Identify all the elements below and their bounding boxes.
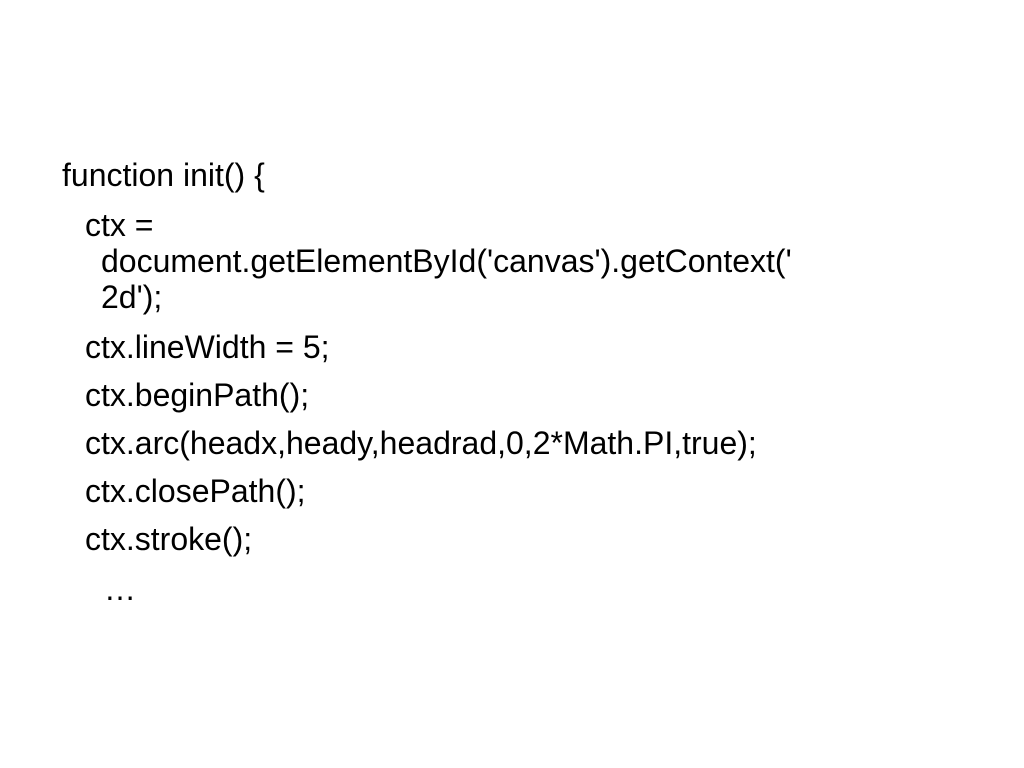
code-line-beginpath: ctx.beginPath(); xyxy=(85,377,310,413)
code-line-stroke: ctx.stroke(); xyxy=(85,521,253,557)
code-line-arc: ctx.arc(headx,heady,headrad,0,2*Math.PI,… xyxy=(85,425,757,461)
code-line-ctx-assignment-end: 2d'); xyxy=(101,279,163,315)
code-line-linewidth: ctx.lineWidth = 5; xyxy=(85,329,330,365)
code-line-ctx-assignment-continuation: document.getElementById('canvas').getCon… xyxy=(101,243,792,279)
code-line-function-declaration: function init() { xyxy=(62,157,265,193)
code-line-ctx-assignment: ctx = xyxy=(85,207,154,243)
code-line-closepath: ctx.closePath(); xyxy=(85,473,306,509)
code-line-ellipsis: … xyxy=(104,571,136,607)
